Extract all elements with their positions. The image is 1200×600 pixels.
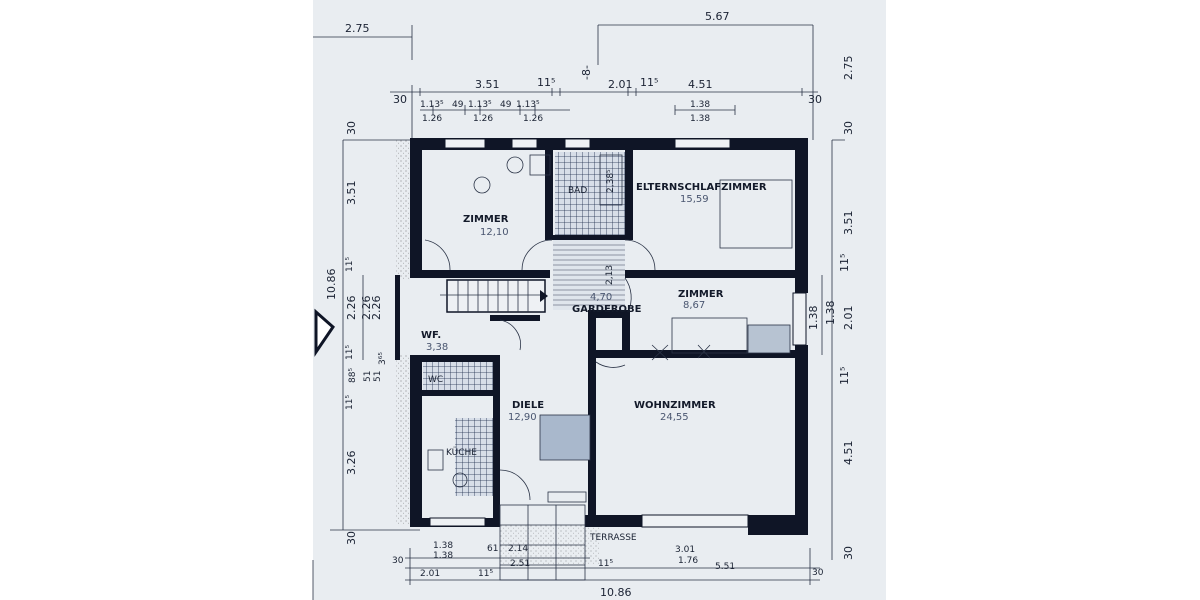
- room-area-wf: 3,38: [426, 342, 448, 353]
- labels-layer: ZIMMER 12,10 ELTERNSCHLAFZIMMER15,59ZIMMER…: [325, 10, 855, 599]
- room-label-garderobe: GARDEROBE: [572, 304, 642, 315]
- room-label-kueche: KÜCHE: [446, 447, 477, 458]
- dimension-right: 30: [842, 546, 855, 560]
- dimension-top: 1.26: [523, 114, 543, 124]
- room-label-wc: WC: [428, 375, 443, 385]
- room-area-bad: 2,38⁵: [606, 169, 616, 193]
- dimension-right: 2.75: [842, 56, 855, 81]
- room-label-bad: BAD: [568, 186, 587, 196]
- dimension-lines: [312, 24, 845, 600]
- dimension-bottom: 11⁵: [478, 569, 493, 579]
- dimension-right: 11⁵: [838, 367, 851, 385]
- dimension-top: 1.13⁵: [516, 100, 540, 110]
- dimension-bottom: 10.86: [600, 586, 632, 599]
- dimension-right: 1.38: [824, 301, 837, 326]
- dimension-right: 2.01: [842, 306, 855, 331]
- dimension-left: 11⁵: [345, 345, 355, 360]
- dimension-bottom: 2.14: [508, 544, 528, 554]
- dimension-bottom: 1.76: [678, 556, 698, 566]
- room-label-wf: WF.: [421, 330, 441, 341]
- dimension-top: 1.38: [690, 114, 710, 124]
- dimension-top: 1.13⁵: [468, 100, 492, 110]
- section-marker-label: -8-: [580, 65, 593, 80]
- dimension-left: 2.26: [370, 296, 383, 321]
- wc-tiles: [423, 362, 495, 390]
- dimension-bottom: 3.01: [675, 545, 695, 555]
- bath-tiles: [555, 152, 628, 236]
- room-area-elternschlafzimmer: 15,59: [680, 194, 709, 205]
- room-label-wohnzimmer: WOHNZIMMER: [634, 400, 716, 411]
- door-swings: [424, 239, 656, 501]
- dimension-left: 88⁵: [348, 368, 358, 383]
- garderobe-dimension: 2,13: [605, 265, 615, 285]
- dimension-top: 2.75: [345, 22, 370, 35]
- dimension-top: 49: [500, 100, 512, 110]
- dimension-bottom: 1.38: [433, 541, 453, 551]
- room-label-elternschlafzimmer: ELTERNSCHLAFZIMMER: [636, 182, 767, 193]
- dimension-right: 11⁵: [838, 254, 851, 272]
- dimension-left: 3⁶⁵: [378, 352, 388, 365]
- dimension-left: 30: [345, 121, 358, 135]
- dimension-left: 10.86: [325, 269, 338, 301]
- entrance-steps: [499, 504, 586, 581]
- dimension-left: 3.26: [345, 451, 358, 476]
- dimension-right: 1.38: [807, 306, 820, 331]
- room-label-diele: DIELE: [512, 400, 544, 411]
- dimension-top: 5.67: [705, 10, 730, 23]
- dimension-bottom: 1.38: [433, 551, 453, 561]
- staircase: [440, 279, 548, 313]
- dimension-top: 1.26: [422, 114, 442, 124]
- dimension-bottom: 30: [392, 556, 404, 566]
- dimension-top: 1.26: [473, 114, 493, 124]
- dimension-top: 11⁵: [537, 76, 555, 89]
- dimension-top: 30: [808, 93, 822, 106]
- dimension-left: 3.51: [345, 181, 358, 206]
- room-label-zimmer_e: ZIMMER: [678, 289, 724, 300]
- room-label-terrasse: TERRASSE: [589, 533, 637, 543]
- dimension-bottom: 2.51: [510, 559, 530, 569]
- room-area-diele: 12,90: [508, 412, 537, 423]
- dimension-bottom: 61: [487, 544, 498, 554]
- room-area-wohnzimmer: 24,55: [660, 412, 689, 423]
- room-area-garderobe: 4,70: [590, 292, 612, 303]
- dimension-bottom: 30: [812, 568, 824, 578]
- dimension-right: 4.51: [842, 441, 855, 466]
- dimension-top: 1.38: [690, 100, 710, 110]
- room-area-zimmer_e: 8,67: [683, 300, 705, 311]
- dimension-left: 11⁵: [345, 395, 355, 410]
- dimension-left: 51: [373, 371, 383, 382]
- dimension-bottom: 11⁵: [598, 559, 613, 569]
- dimension-left: 2.26: [360, 296, 373, 321]
- dimension-right: 3.51: [842, 211, 855, 236]
- kitchen-tiles: [455, 418, 493, 496]
- section-marker-arrow: [314, 308, 335, 357]
- room-area-zimmer_nw: 12,10: [480, 227, 509, 238]
- dimension-left: 30: [345, 531, 358, 545]
- dimension-left: 2.26: [345, 296, 358, 321]
- furniture: [427, 154, 793, 503]
- dimension-left: 51: [363, 371, 373, 382]
- dimension-top: 4.51: [688, 78, 713, 91]
- dimension-top: 30: [393, 93, 407, 106]
- dimension-bottom: 2.01: [420, 569, 440, 579]
- dimension-bottom: 5.51: [715, 562, 735, 572]
- windows: [429, 138, 807, 528]
- dimension-top: 49: [452, 100, 464, 110]
- dimension-top: 1.13⁵: [420, 100, 444, 110]
- dimension-right: 30: [842, 121, 855, 135]
- dimension-top: 3.51: [475, 78, 500, 91]
- dimension-top: 2.01: [608, 78, 633, 91]
- dimension-top: 11⁵: [640, 76, 658, 89]
- room-label-zimmer_nw: ZIMMER: [463, 214, 509, 225]
- dimension-left: 11⁵: [345, 257, 355, 272]
